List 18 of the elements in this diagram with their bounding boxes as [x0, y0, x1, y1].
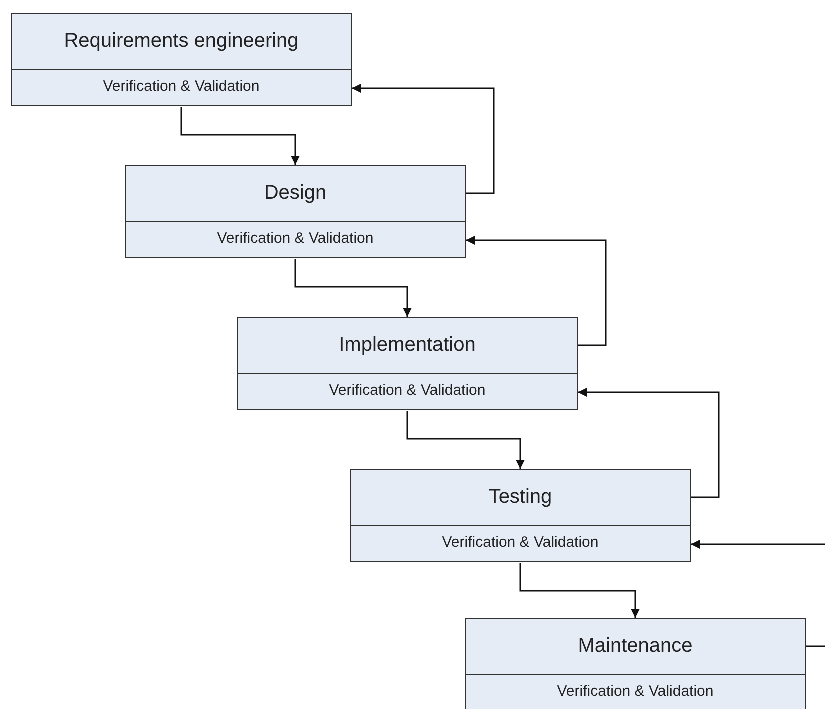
phase-box: Maintenance	[465, 618, 806, 675]
phase-box: Requirements engineering	[11, 13, 352, 70]
phase-box: Design	[125, 165, 466, 222]
verification-box: Verification & Validation	[350, 524, 691, 562]
arrow	[578, 388, 720, 498]
verification-box: Verification & Validation	[465, 674, 806, 709]
arrow	[520, 563, 640, 618]
phase-box: Implementation	[237, 317, 578, 374]
arrow	[691, 540, 825, 549]
arrow	[406, 411, 525, 469]
verification-box: Verification & Validation	[237, 372, 578, 410]
verification-box: Verification & Validation	[125, 220, 466, 258]
arrow	[466, 236, 607, 346]
arrow	[352, 84, 495, 194]
phase-box: Testing	[350, 469, 691, 526]
arrow	[294, 259, 412, 317]
arrow	[180, 107, 300, 165]
verification-box: Verification & Validation	[11, 68, 352, 106]
